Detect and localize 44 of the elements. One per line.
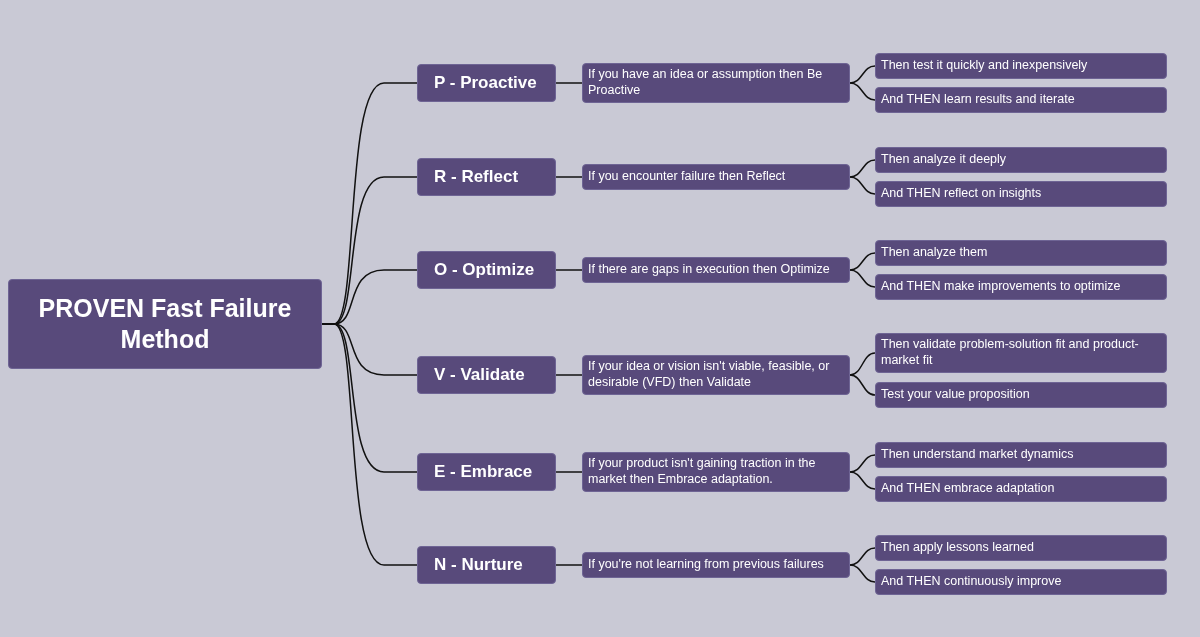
branch-box: R - Reflect	[417, 158, 556, 196]
connector-line	[555, 564, 583, 566]
connector-line	[849, 252, 876, 271]
connector-line	[849, 564, 876, 583]
result-box: And THEN reflect on insights	[875, 181, 1167, 207]
connector-line	[555, 269, 583, 271]
connector-line	[321, 323, 418, 566]
result-box: And THEN embrace adaptation	[875, 476, 1167, 502]
condition-box: If your product isn't gaining traction in the market then Embrace adaptation.	[582, 452, 850, 492]
result-box: And THEN continuously improve	[875, 569, 1167, 595]
condition-box: If there are gaps in execution then Optimize	[582, 257, 850, 283]
connector-line	[849, 454, 876, 473]
condition-box: If you're not learning from previous failures	[582, 552, 850, 578]
connector-line	[849, 269, 876, 288]
connector-line	[555, 176, 583, 178]
result-box: Then understand market dynamics	[875, 442, 1167, 468]
branch-box: V - Validate	[417, 356, 556, 394]
connector-line	[849, 82, 876, 101]
connector-line	[849, 547, 876, 566]
condition-box: If you have an idea or assumption then Be Proactive	[582, 63, 850, 103]
connector-line	[849, 65, 876, 84]
condition-box: If your idea or vision isn't viable, feasible, or desirable (VFD) then Validate	[582, 355, 850, 395]
result-box: Test your value proposition	[875, 382, 1167, 408]
result-box: Then validate problem-solution fit and product-market fit	[875, 333, 1167, 373]
result-box: Then analyze it deeply	[875, 147, 1167, 173]
connector-line	[849, 471, 876, 490]
connector-line	[555, 374, 583, 376]
branch-box: P - Proactive	[417, 64, 556, 102]
branch-box: E - Embrace	[417, 453, 556, 491]
connector-line	[849, 374, 876, 396]
connector-line	[849, 352, 876, 376]
result-box: Then test it quickly and inexpensively	[875, 53, 1167, 79]
result-box: And THEN learn results and iterate	[875, 87, 1167, 113]
branch-box: O - Optimize	[417, 251, 556, 289]
result-box: Then apply lessons learned	[875, 535, 1167, 561]
connector-line	[555, 82, 583, 84]
connector-line	[555, 471, 583, 473]
result-box: Then analyze them	[875, 240, 1167, 266]
title-box: PROVEN Fast Failure Method	[8, 279, 322, 369]
branch-box: N - Nurture	[417, 546, 556, 584]
connector-line	[849, 176, 876, 195]
result-box: And THEN make improvements to optimize	[875, 274, 1167, 300]
condition-box: If you encounter failure then Reflect	[582, 164, 850, 190]
connector-line	[849, 159, 876, 178]
